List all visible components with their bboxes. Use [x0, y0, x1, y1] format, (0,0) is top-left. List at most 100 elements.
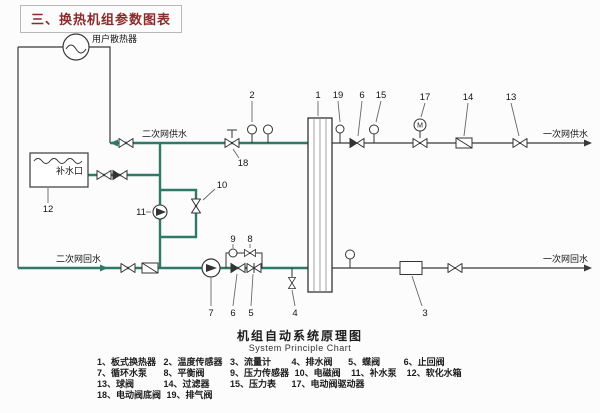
callout-circulation-pump: 7	[208, 308, 213, 319]
legend-item: 11、补水泵	[351, 368, 397, 378]
legend-item: 18、电动阀底阀	[97, 390, 162, 400]
callout-ball-valve: 13	[506, 92, 517, 103]
callout-electric-actuator: 17	[420, 92, 431, 103]
flow-arrow-primary-supply	[584, 139, 592, 147]
legend: 1、板式换热器 2、温度传感器 3、流量计 4、排水阀 5、蝶阀 6、止回阀 7…	[97, 357, 465, 401]
leader-line	[291, 289, 296, 307]
legend-row: 7、循环水泵 8、平衡阀 9、压力传感器 10、电磁阀 11、补水泵 12、软化…	[97, 368, 465, 379]
legend-row: 1、板式换热器 2、温度传感器 3、流量计 4、排水阀 5、蝶阀 6、止回阀	[97, 357, 465, 368]
radiator-icon	[62, 33, 90, 61]
electric-valve-icon	[412, 138, 428, 148]
leader-line	[357, 100, 363, 137]
leader-line	[337, 100, 341, 123]
callout-heat-exchanger: 1	[315, 90, 320, 101]
pressure-gauge-icon	[263, 124, 273, 144]
leader-line	[420, 102, 426, 118]
pipe-radiator-right	[89, 46, 111, 143]
pipe-labels: 用户散热器 补水口 二次网供水 二次网回水 一次网供水 一次网回水	[56, 33, 588, 264]
legend-item: 5、蝶阀	[348, 357, 381, 367]
air-vent-valve-icon	[335, 124, 345, 134]
leader-line	[250, 273, 254, 307]
callout-solenoid-valve: 10	[217, 180, 228, 191]
callout-electric-bottom-valve: 18	[238, 158, 249, 169]
radiator-wave-icon	[65, 44, 87, 54]
callout-water-tank: 12	[43, 204, 54, 215]
legend-row: 18、电动阀底阀 19、排气阀	[97, 390, 465, 401]
balance-valve-icon	[243, 248, 257, 258]
pump-impeller-icon	[156, 208, 166, 216]
diagram-caption-zh: 机组自动系统原理图	[236, 329, 363, 343]
shutoff-valve-icon	[118, 138, 134, 148]
system-principle-diagram: M 用户散热器 补水口 二次网供水 二次网回水 一次网供水 一次网回水 2 1 …	[17, 33, 592, 319]
callout-drain-valve: 4	[292, 308, 297, 319]
equipment: M	[29, 33, 528, 293]
leader-line	[232, 148, 240, 159]
ball-valve-icon	[512, 138, 528, 148]
tank-water-level-icon	[33, 158, 83, 164]
secondary-supply-label: 二次网供水	[142, 128, 187, 139]
callout-check-valve-return: 6	[230, 308, 235, 319]
callout-balance-valve: 8	[247, 234, 252, 245]
callouts: 2 1 19 6 15 17 14 13 18 10 11 12 9	[43, 90, 520, 319]
motor-actuator-icon	[413, 118, 427, 132]
electric-bottom-valve-icon	[224, 138, 240, 148]
callout-flow-meter: 3	[422, 308, 427, 319]
page-title: 三、换热机组参数图表	[20, 5, 183, 33]
legend-item: 17、电动阀驱动器	[291, 379, 365, 389]
legend-row: 13、球阀 14、过滤器 15、压力表 17、电动阀驱动器	[97, 379, 465, 390]
diagram-caption-en: System Principle Chart	[248, 343, 352, 353]
pressure-sensor-icon	[228, 248, 238, 258]
motor-actuator-label: M	[417, 123, 423, 130]
legend-item: 8、平衡阀	[163, 368, 205, 378]
legend-item: 6、止回阀	[403, 357, 445, 367]
secondary-return-label: 二次网回水	[56, 253, 101, 264]
shutoff-valve-icon	[120, 263, 136, 273]
leader-line	[375, 100, 382, 123]
check-valve-icon	[112, 170, 128, 180]
check-valve-icon	[230, 263, 246, 273]
softened-water-tank-icon	[29, 152, 89, 188]
temperature-sensor-icon	[345, 249, 355, 269]
legend-item: 9、压力传感器	[230, 368, 290, 378]
solenoid-valve-icon	[191, 198, 201, 214]
pressure-gauge-icon	[369, 124, 379, 144]
callout-temperature-sensor: 2	[249, 90, 254, 101]
legend-item: 14、过滤器	[163, 379, 210, 389]
callout-pressure-sensor: 9	[230, 234, 235, 245]
legend-item: 4、排水阀	[291, 357, 333, 367]
leader-line	[232, 273, 238, 307]
legend-item: 12、软化水箱	[406, 368, 462, 378]
pipes	[17, 46, 592, 272]
flow-meter-icon	[399, 261, 423, 275]
pump-impeller-icon	[206, 264, 217, 272]
legend-item: 1、板式换热器	[97, 357, 157, 367]
leader-line	[463, 102, 469, 137]
flow-arrow-secondary-supply	[110, 139, 118, 147]
primary-supply-label: 一次网供水	[543, 128, 588, 139]
callout-check-valve-supply: 6	[359, 90, 364, 101]
flow-arrow-secondary-return	[100, 264, 108, 272]
leader-line	[510, 102, 520, 137]
legend-item: 2、温度传感器	[163, 357, 223, 367]
drain-valve-icon	[287, 276, 297, 290]
legend-item: 13、球阀	[97, 379, 135, 389]
check-valve-icon	[349, 138, 365, 148]
callout-pressure-gauge: 15	[376, 90, 387, 101]
shutoff-valve-icon	[96, 170, 112, 180]
legend-item: 3、流量计	[230, 357, 272, 367]
legend-item: 15、压力表	[230, 379, 277, 389]
callout-air-vent: 19	[333, 90, 344, 101]
callout-butterfly-valve: 5	[248, 308, 253, 319]
flow-arrow-primary-return	[584, 264, 592, 272]
leader-line	[411, 275, 423, 307]
radiator-label: 用户散热器	[92, 33, 137, 44]
legend-item: 19、排气阀	[166, 390, 213, 400]
makeup-port-label: 补水口	[56, 165, 83, 176]
callout-makeup-pump: 11	[136, 207, 146, 218]
filter-icon	[141, 262, 159, 274]
filter-icon	[455, 137, 473, 149]
leader-line	[202, 188, 216, 201]
temperature-sensor-icon	[247, 124, 257, 144]
legend-item: 7、循环水泵	[97, 368, 148, 378]
